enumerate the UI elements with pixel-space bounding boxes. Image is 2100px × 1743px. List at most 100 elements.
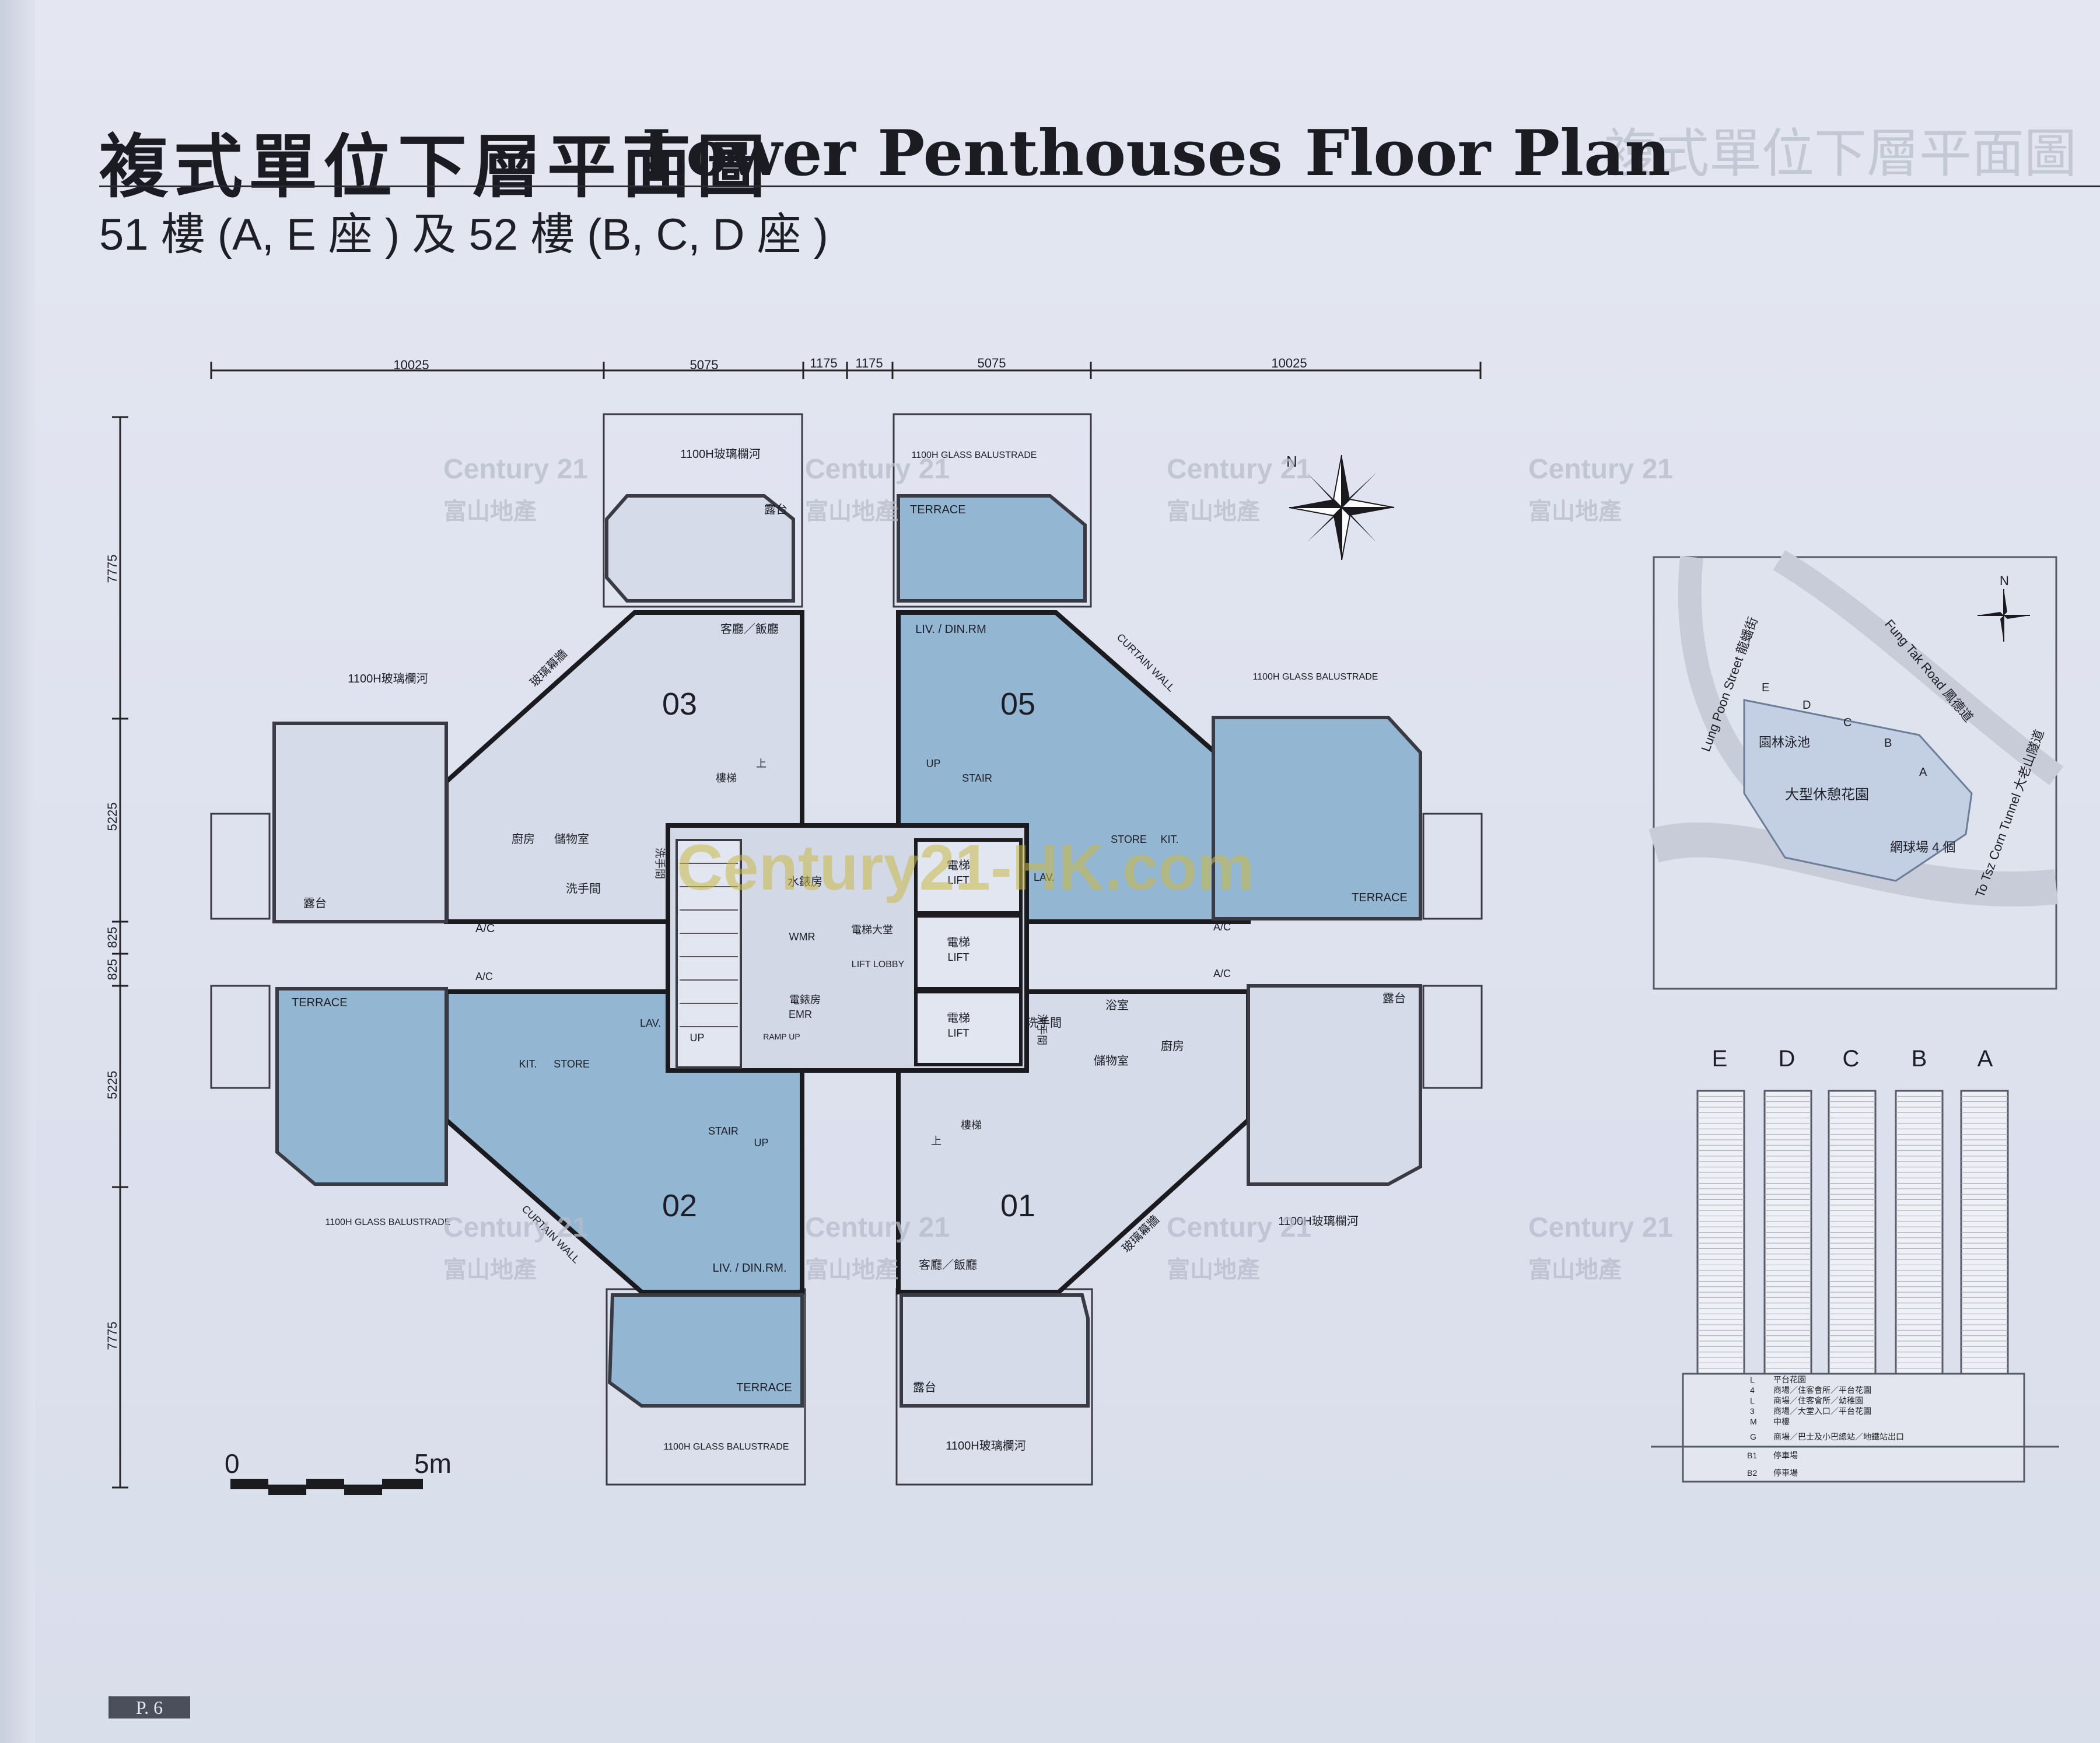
watermark-logos: Century 21 Century 21 Century 21 Century… <box>443 454 1673 1283</box>
podium-desc-2: 商場／住客會所／平台花園 <box>1773 1385 1871 1395</box>
dim-top-5: 5075 <box>978 356 1006 370</box>
podium-level-6: G <box>1750 1432 1756 1441</box>
u05-ac-label: A/C <box>1213 921 1231 933</box>
watermark-sub-4: 富山地產 <box>1528 499 1622 524</box>
site-block-e: E <box>1762 681 1769 694</box>
lift-3: LIFT <box>947 1027 969 1039</box>
u05-terrace-right-label: TERRACE <box>1352 891 1408 904</box>
podium-level-1: L <box>1750 1375 1755 1384</box>
dim-left-1: 7775 <box>105 555 120 583</box>
watermark-sub-1: 富山地產 <box>443 499 537 524</box>
dim-top-4: 1175 <box>855 356 883 370</box>
u01-lav-label: 洗手間 <box>1027 1016 1062 1030</box>
lift-3-zh: 電梯 <box>947 1012 970 1025</box>
dim-top-2: 5075 <box>690 358 719 372</box>
watermark-sub-3: 富山地產 <box>1167 499 1260 524</box>
left-dimension-line <box>112 416 128 1489</box>
core-up-top: UP <box>926 758 940 769</box>
tower-label-e: E <box>1712 1046 1728 1072</box>
u01-store-label: 儲物室 <box>1094 1054 1129 1068</box>
core-stair-zh-bottom: 樓梯 <box>961 1119 982 1131</box>
u01-kitchen-label: 廚房 <box>1161 1039 1184 1053</box>
dim-left-4: 825 <box>105 959 120 981</box>
watermark-brand-2: Century 21 <box>805 454 950 485</box>
u03-lav-label: 洗手間 <box>566 882 601 895</box>
tower-label-a: A <box>1978 1046 1993 1072</box>
unit-03-number: 03 <box>662 687 697 722</box>
core-down-top: 上 <box>756 758 766 769</box>
core-lav-zh-right: 洗手間 <box>1036 1014 1048 1045</box>
page-number: P. 6 <box>108 1696 190 1718</box>
core-stair-zh-top: 樓梯 <box>716 772 737 784</box>
watermark-sub-2: 富山地產 <box>805 499 898 524</box>
watermark-brand-1: Century 21 <box>443 454 588 485</box>
u02-terrace-label: TERRACE <box>736 1381 792 1394</box>
u05-side-balustrade-label: 1100H GLASS BALUSTRADE <box>1253 672 1378 682</box>
podium-desc-1: 平台花園 <box>1773 1375 1806 1384</box>
podium-level-7: B1 <box>1747 1451 1757 1460</box>
dim-left-5: 5225 <box>105 1071 120 1100</box>
unit-01-number: 01 <box>1000 1188 1035 1223</box>
u01-balustrade-label: 1100H玻璃欄河 <box>946 1439 1026 1452</box>
watermark-sub-5: 富山地產 <box>443 1257 537 1283</box>
watermark-brand-3: Century 21 <box>1167 454 1311 485</box>
site-north-arrow-icon: N <box>1978 573 2030 642</box>
site-pool-label: 園林泳池 <box>1759 735 1810 750</box>
dim-left-3: 825 <box>105 927 120 949</box>
unit-05 <box>896 494 1422 924</box>
core-up-bottom: UP <box>754 1137 768 1149</box>
site-block-d: D <box>1803 699 1811 712</box>
unit-01 <box>896 984 1422 1408</box>
site-block-b: B <box>1884 737 1892 750</box>
dim-top-1: 10025 <box>393 358 429 372</box>
dim-top-3: 1175 <box>810 356 837 370</box>
lift-2: LIFT <box>947 951 969 963</box>
compass-rose-icon: N <box>1286 453 1395 561</box>
lift-1: LIFT <box>947 874 969 886</box>
u02-lav-label: LAV. <box>640 1017 661 1029</box>
u03-side-balustrade-label: 1100H玻璃欄河 <box>348 672 428 685</box>
binder-edge <box>0 0 35 1743</box>
u05-store-label: STORE <box>1111 834 1147 845</box>
u01-ac-label: A/C <box>1213 968 1231 979</box>
unit-02-number: 02 <box>662 1188 697 1223</box>
page-title-chinese: 複式單位下層平面圖 <box>99 126 772 207</box>
core-up-inner: UP <box>690 1032 704 1044</box>
site-location-map: Fung Tak Road 鳳德道 Lung Poon Street 龍蟠街 T… <box>1648 550 2063 990</box>
podium-desc-4: 商場／大堂入口／平台花園 <box>1773 1406 1871 1416</box>
scale-end: 5m <box>414 1448 452 1479</box>
floor-subtitle: 51 樓 (A, E 座 ) 及 52 樓 (B, C, D 座 ) <box>99 210 828 260</box>
title-rule <box>99 186 2100 187</box>
core-lav-zh-left: 洗手間 <box>654 848 666 879</box>
u01-balcony-right-label: 露台 <box>1382 992 1406 1005</box>
podium-desc-6: 商場／巴士及小巴總站／地鐵站出口 <box>1773 1432 1904 1441</box>
watermark-brand-5: Century 21 <box>443 1212 588 1243</box>
core-wmr: WMR <box>789 931 816 943</box>
unit-03 <box>272 494 804 924</box>
tower-label-d: D <box>1779 1046 1796 1072</box>
dim-left-6: 7775 <box>105 1322 120 1350</box>
u02-balustrade-label: 1100H GLASS BALUSTRADE <box>664 1442 789 1452</box>
core-emr-zh: 電錶房 <box>789 994 821 1006</box>
watermark-brand-8: Century 21 <box>1528 1212 1673 1243</box>
u01-balcony-label: 露台 <box>913 1381 936 1394</box>
podium-level-3: L <box>1750 1396 1755 1405</box>
watermark-site: Century21-HK.com <box>677 832 1254 904</box>
unit-02 <box>275 987 804 1408</box>
u03-balcony-label: 露台 <box>764 503 788 516</box>
ghost-title: 複式單位下層平面圖 <box>1604 123 2077 184</box>
site-block-c: C <box>1843 716 1852 729</box>
core-stair-bottom: STAIR <box>708 1125 738 1137</box>
core-stair-top: STAIR <box>962 772 992 784</box>
tower-label-c: C <box>1843 1046 1860 1072</box>
u03-ac-label: A/C <box>475 922 495 935</box>
watermark-brand-4: Century 21 <box>1528 454 1673 485</box>
core-ramp: RAMP UP <box>763 1032 800 1041</box>
unit-05-number: 05 <box>1000 687 1035 722</box>
site-tennis-label: 網球場 4 個 <box>1890 840 1955 855</box>
core-area <box>666 823 1029 1073</box>
podium-desc-8: 停車場 <box>1773 1468 1798 1478</box>
u02-terrace-left-label: TERRACE <box>292 996 348 1009</box>
